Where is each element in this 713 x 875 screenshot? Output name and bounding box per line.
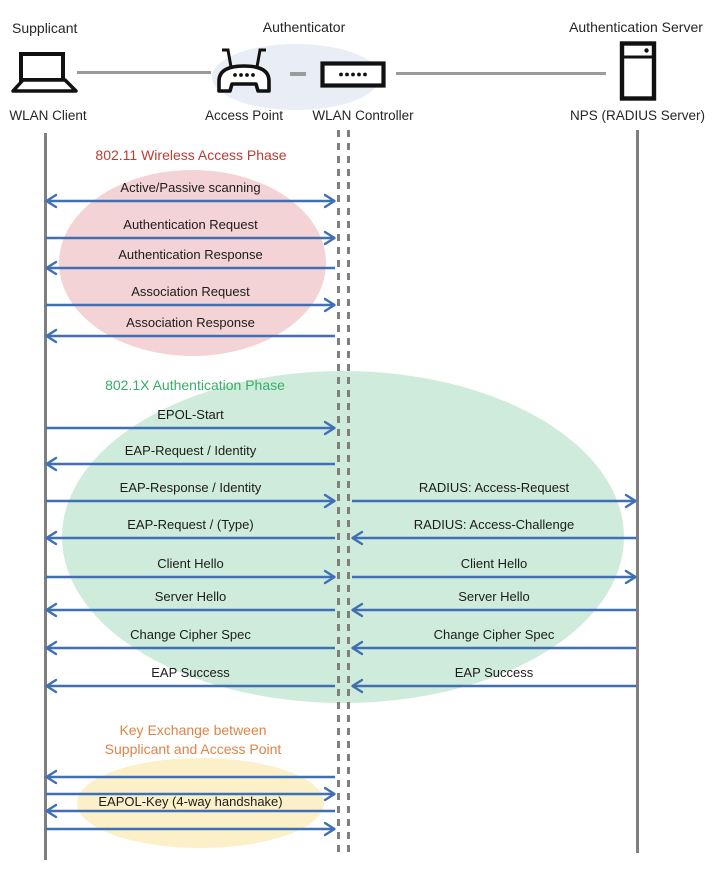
access-point-icon bbox=[217, 48, 271, 93]
message-arrow-left bbox=[45, 803, 335, 819]
role-authentication-server: Authentication Server bbox=[569, 19, 703, 35]
message-arrow-left bbox=[45, 678, 335, 694]
laptop-icon bbox=[11, 52, 78, 93]
wlan-controller-lifeline-right bbox=[347, 130, 350, 856]
message-arrow-left bbox=[45, 602, 335, 618]
label-wlan-client: WLAN Client bbox=[9, 108, 87, 123]
message-arrow-right bbox=[46, 420, 336, 436]
message-arrow-left bbox=[351, 678, 636, 694]
message-label: Server Hello bbox=[154, 589, 227, 604]
wlan-client-lifeline bbox=[44, 133, 47, 860]
message-label: EPOL-Start bbox=[157, 407, 224, 422]
message-label: Association Response bbox=[126, 315, 255, 330]
message-arrow-left bbox=[45, 640, 335, 656]
connector-ap-controller bbox=[290, 72, 306, 76]
message-arrow-left bbox=[45, 769, 335, 785]
message-arrow-left bbox=[351, 530, 636, 546]
message-label: EAP-Request / Identity bbox=[124, 443, 257, 458]
message-label: Client Hello bbox=[157, 556, 224, 571]
message-arrow-left bbox=[45, 530, 335, 546]
message-label: Change Cipher Spec bbox=[130, 627, 251, 642]
message-label: Change Cipher Spec bbox=[433, 627, 555, 642]
message-arrow-both bbox=[45, 193, 336, 209]
message-label: EAP Success bbox=[454, 665, 534, 680]
wlan-controller-lifeline-left bbox=[337, 130, 340, 856]
message-arrow-left bbox=[45, 456, 335, 472]
message-label: RADIUS: Access-Challenge bbox=[413, 517, 575, 532]
role-authenticator: Authenticator bbox=[262, 19, 346, 35]
message-arrow-left bbox=[45, 328, 335, 344]
message-arrow-right bbox=[46, 569, 336, 585]
role-supplicant: Supplicant bbox=[12, 20, 78, 36]
message-label: Client Hello bbox=[460, 556, 528, 571]
message-label: Active/Passive scanning bbox=[120, 180, 261, 195]
message-arrow-right bbox=[46, 230, 336, 246]
message-arrow-right bbox=[46, 493, 336, 509]
connector-controller-server bbox=[396, 72, 606, 75]
phase-ellipse-key-exchange bbox=[77, 758, 324, 848]
message-label: Authentication Response bbox=[118, 247, 263, 262]
message-arrow-right bbox=[46, 297, 336, 313]
message-arrow-right bbox=[46, 821, 336, 837]
phase-title-wireless-access: 802.11 Wireless Access Phase bbox=[95, 147, 287, 163]
message-label: Association Request bbox=[131, 284, 250, 299]
message-arrow-right bbox=[46, 786, 336, 802]
phase-title-authentication: 802.1X Authentication Phase bbox=[105, 377, 285, 393]
message-arrow-left bbox=[351, 640, 636, 656]
message-arrow-right bbox=[352, 493, 637, 509]
connector-client-ap bbox=[77, 71, 211, 74]
message-label: EAPOL-Key (4-way handshake) bbox=[98, 794, 283, 809]
wlan-controller-icon bbox=[320, 61, 386, 88]
label-nps-radius-server: NPS (RADIUS Server) bbox=[569, 108, 706, 123]
phase-title-key-exchange: Key Exchange between Supplicant and Acce… bbox=[104, 722, 282, 757]
message-arrow-left bbox=[45, 260, 335, 276]
message-label: Authentication Request bbox=[123, 217, 258, 232]
message-label: RADIUS: Access-Request bbox=[418, 480, 570, 495]
message-arrow-left bbox=[351, 602, 636, 618]
server-icon bbox=[619, 41, 657, 101]
message-arrow-right bbox=[352, 569, 637, 585]
message-label: Server Hello bbox=[458, 589, 530, 604]
message-label: EAP-Request / (Type) bbox=[127, 517, 254, 532]
nps-lifeline bbox=[636, 130, 639, 853]
message-label: EAP Success bbox=[151, 665, 230, 680]
message-label: EAP-Response / Identity bbox=[119, 480, 262, 495]
label-wlan-controller: WLAN Controller bbox=[312, 108, 414, 123]
label-access-point: Access Point bbox=[204, 108, 284, 123]
